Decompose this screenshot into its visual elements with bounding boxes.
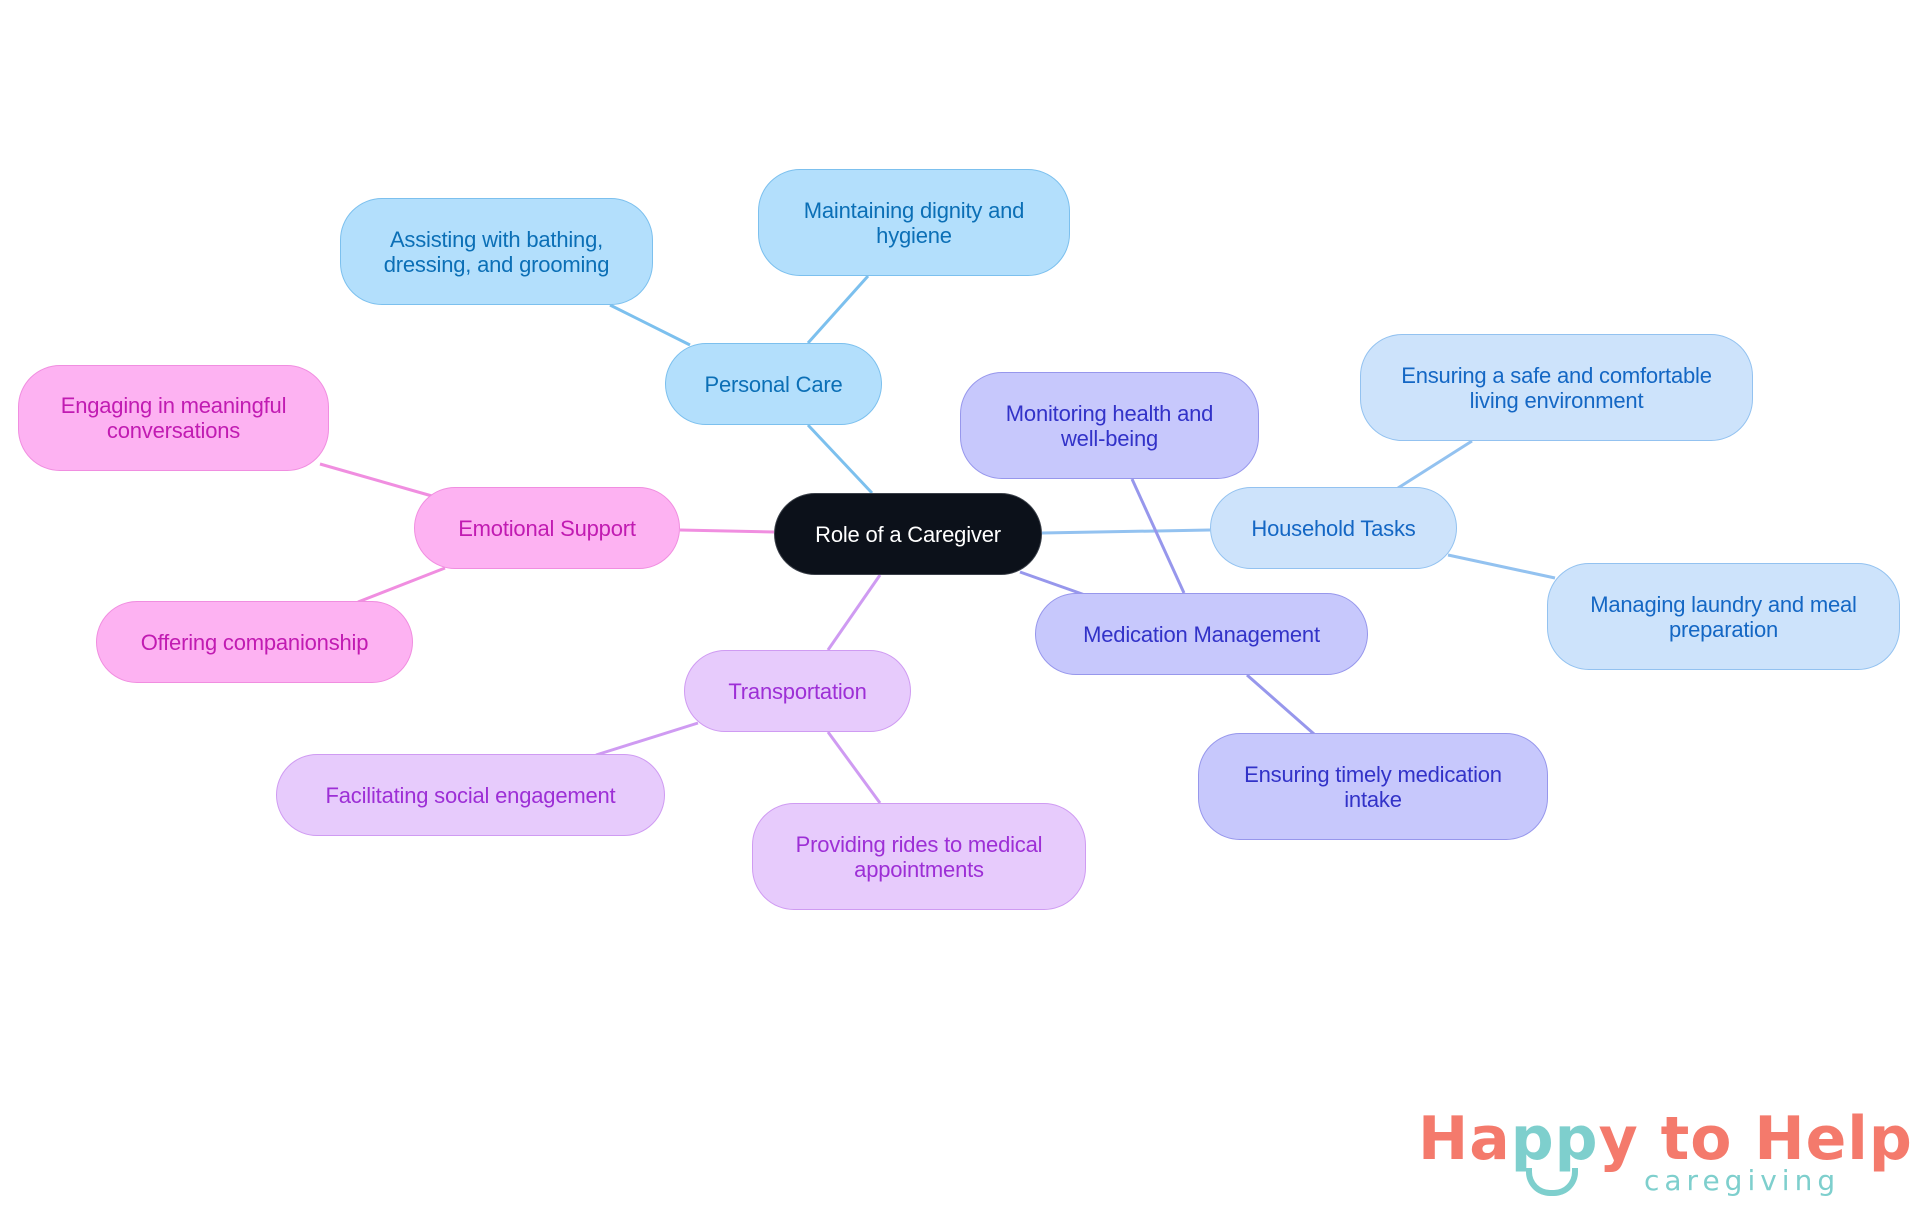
branch-emotional-support[interactable]: Emotional Support	[414, 487, 680, 569]
branch-medication-management[interactable]: Medication Management	[1035, 593, 1368, 675]
smile-icon	[1526, 1168, 1578, 1196]
leaf-bathing-dressing-grooming[interactable]: Assisting with bathing, dressing, and gr…	[340, 198, 653, 305]
logo-wordmark: Happy to Help	[1418, 1104, 1913, 1174]
leaf-meaningful-conversations[interactable]: Engaging in meaningful conversations	[18, 365, 329, 471]
branch-transportation[interactable]: Transportation	[684, 650, 911, 732]
leaf-laundry-meal-preparation[interactable]: Managing laundry and meal preparation	[1547, 563, 1900, 670]
happy-to-help-logo: Happy to Help caregiving	[1418, 1104, 1912, 1204]
logo-subtitle: caregiving	[1644, 1164, 1841, 1197]
logo-text-rest: y to Help	[1598, 1104, 1913, 1174]
leaf-rides-medical-appointments[interactable]: Providing rides to medical appointments	[752, 803, 1086, 910]
branch-personal-care[interactable]: Personal Care	[665, 343, 882, 425]
leaf-timely-medication[interactable]: Ensuring timely medication intake	[1198, 733, 1548, 840]
logo-text-ha: Ha	[1418, 1104, 1511, 1174]
leaf-monitoring-health[interactable]: Monitoring health and well-being	[960, 372, 1259, 479]
root-node[interactable]: Role of a Caregiver	[774, 493, 1042, 575]
leaf-offering-companionship[interactable]: Offering companionship	[96, 601, 413, 683]
leaf-safe-living-environment[interactable]: Ensuring a safe and comfortable living e…	[1360, 334, 1753, 441]
leaf-social-engagement[interactable]: Facilitating social engagement	[276, 754, 665, 836]
leaf-dignity-hygiene[interactable]: Maintaining dignity and hygiene	[758, 169, 1070, 276]
branch-household-tasks[interactable]: Household Tasks	[1210, 487, 1457, 569]
logo-text-pp: pp	[1510, 1104, 1599, 1174]
